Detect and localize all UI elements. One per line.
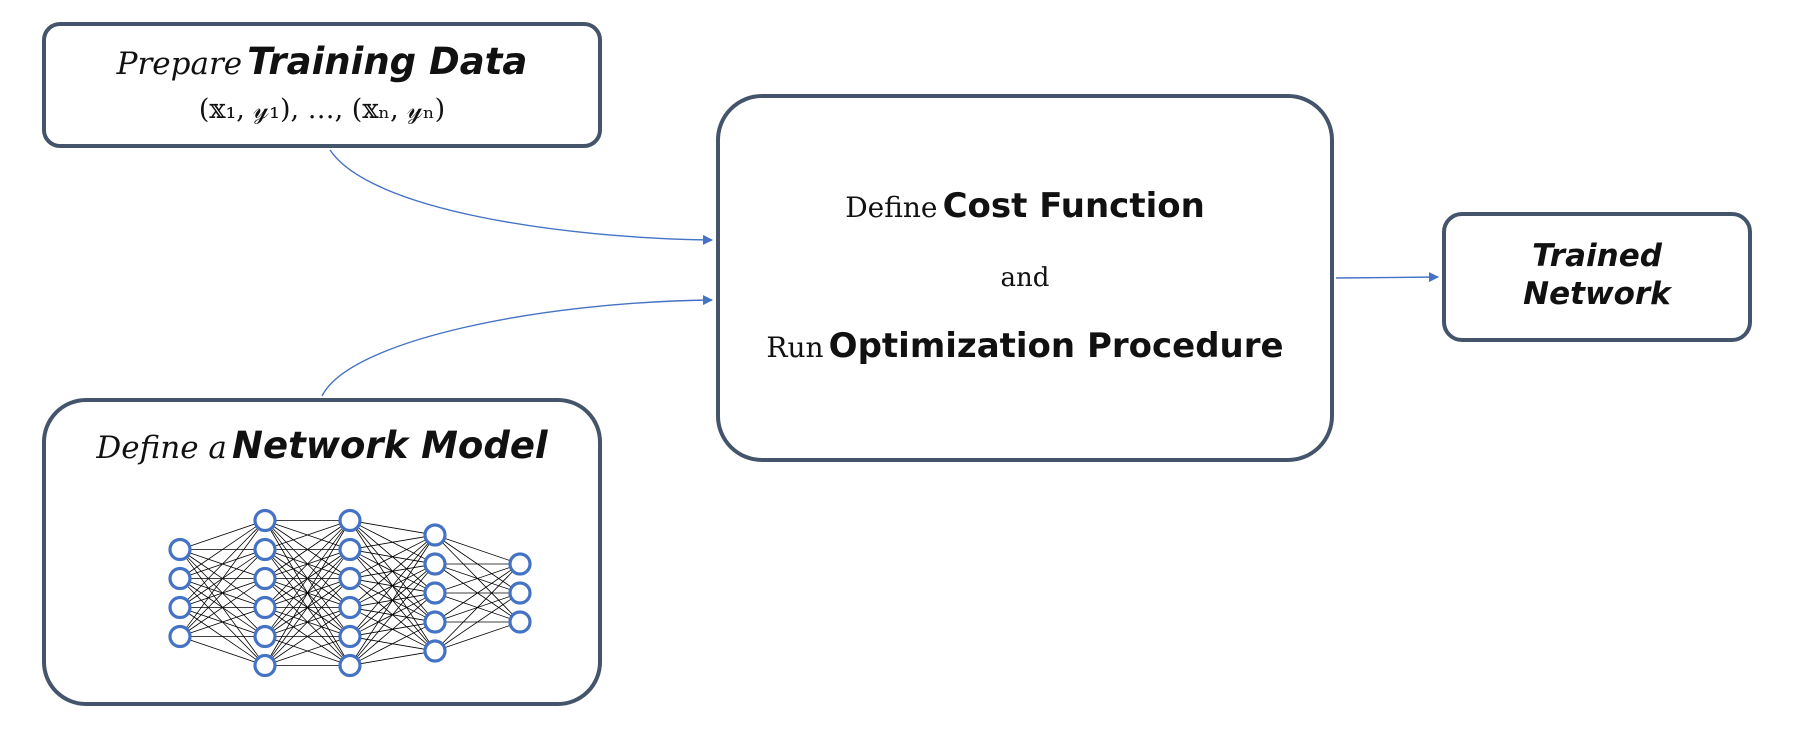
network-edge xyxy=(270,528,345,629)
network-node xyxy=(508,610,532,634)
network-edge xyxy=(189,523,256,547)
network-node xyxy=(168,595,192,620)
network-node xyxy=(168,537,192,562)
trained-network-line1: Trained xyxy=(1532,238,1662,274)
network-edge xyxy=(185,528,260,629)
network-edge xyxy=(359,536,426,549)
network-node xyxy=(338,595,362,620)
network-edge xyxy=(273,525,342,574)
network-model-verb: Define a xyxy=(96,430,227,466)
network-node xyxy=(338,624,362,649)
network-edge xyxy=(269,528,346,658)
network-edge xyxy=(358,626,427,662)
network-edge xyxy=(274,523,341,547)
cost-function-conjunction: and xyxy=(720,263,1330,293)
network-edge xyxy=(189,610,256,634)
training-data-title: Prepare Training Data xyxy=(46,40,598,83)
network-edge xyxy=(356,571,429,659)
network-edge xyxy=(273,612,342,661)
cost-function-verb: Define xyxy=(845,191,938,224)
optimization-verb: Run xyxy=(766,331,824,364)
network-node xyxy=(168,624,192,649)
network-edge xyxy=(444,566,511,591)
neural-network-icon xyxy=(168,508,532,678)
cost-function-noun: Cost Function xyxy=(942,186,1205,226)
training-data-noun: Training Data xyxy=(247,40,528,83)
training-data-box: Prepare Training Data (𝕩₁, 𝓎₁), …, (𝕩ₙ, … xyxy=(42,22,602,148)
network-edge xyxy=(188,583,257,632)
network-edge xyxy=(274,639,341,663)
training-data-verb: Prepare xyxy=(116,46,243,82)
network-model-title: Define a Network Model xyxy=(46,424,598,467)
network-edge xyxy=(186,556,259,630)
network-node xyxy=(253,566,277,591)
network-edge xyxy=(188,525,257,574)
network-edge xyxy=(356,542,429,630)
network-edge xyxy=(357,541,428,602)
conjunction-text: and xyxy=(1000,263,1050,293)
network-node xyxy=(338,653,362,678)
network-node xyxy=(253,624,277,649)
network-edge xyxy=(359,652,426,665)
network-edge xyxy=(444,537,511,562)
arrow-training-to-cost xyxy=(329,149,713,245)
cost-function-box: Define Cost Function and Run Optimizatio… xyxy=(716,94,1334,462)
optimization-noun: Optimization Procedure xyxy=(828,326,1284,366)
network-edge xyxy=(359,521,426,534)
network-node xyxy=(253,508,277,533)
network-node xyxy=(253,595,277,620)
network-edge xyxy=(355,543,430,658)
cost-function-title: Define Cost Function xyxy=(720,186,1330,226)
network-node xyxy=(338,537,362,562)
trained-network-line2: Network xyxy=(1523,276,1671,312)
network-edge xyxy=(270,557,345,658)
network-edge xyxy=(271,585,344,659)
network-edge xyxy=(443,569,512,617)
network-edge xyxy=(189,639,256,663)
network-node xyxy=(508,552,532,576)
optimization-title: Run Optimization Procedure xyxy=(720,326,1330,366)
network-node xyxy=(423,523,447,547)
trained-network-box: Trained Network xyxy=(1442,212,1752,342)
network-edge xyxy=(441,570,514,645)
network-node xyxy=(423,581,447,605)
network-model-box: Define a Network Model xyxy=(42,398,602,706)
training-data-formula: (𝕩₁, 𝓎₁), …, (𝕩ₙ, 𝓎ₙ) xyxy=(198,94,446,125)
network-node xyxy=(253,537,277,562)
network-edge xyxy=(271,527,344,601)
network-node xyxy=(423,610,447,634)
network-edge xyxy=(443,598,512,646)
arrow-network-to-cost xyxy=(321,295,713,397)
arrow-cost-to-trained xyxy=(1335,272,1439,283)
network-edge xyxy=(358,539,427,575)
network-node xyxy=(253,653,277,678)
network-node xyxy=(338,566,362,591)
network-model-noun: Network Model xyxy=(232,424,548,467)
network-node xyxy=(508,581,532,605)
network-edge xyxy=(444,624,511,649)
network-edge xyxy=(357,599,428,660)
network-edge xyxy=(186,527,259,601)
network-node xyxy=(423,639,447,663)
network-node xyxy=(168,566,192,591)
network-node xyxy=(338,508,362,533)
network-node xyxy=(423,552,447,576)
